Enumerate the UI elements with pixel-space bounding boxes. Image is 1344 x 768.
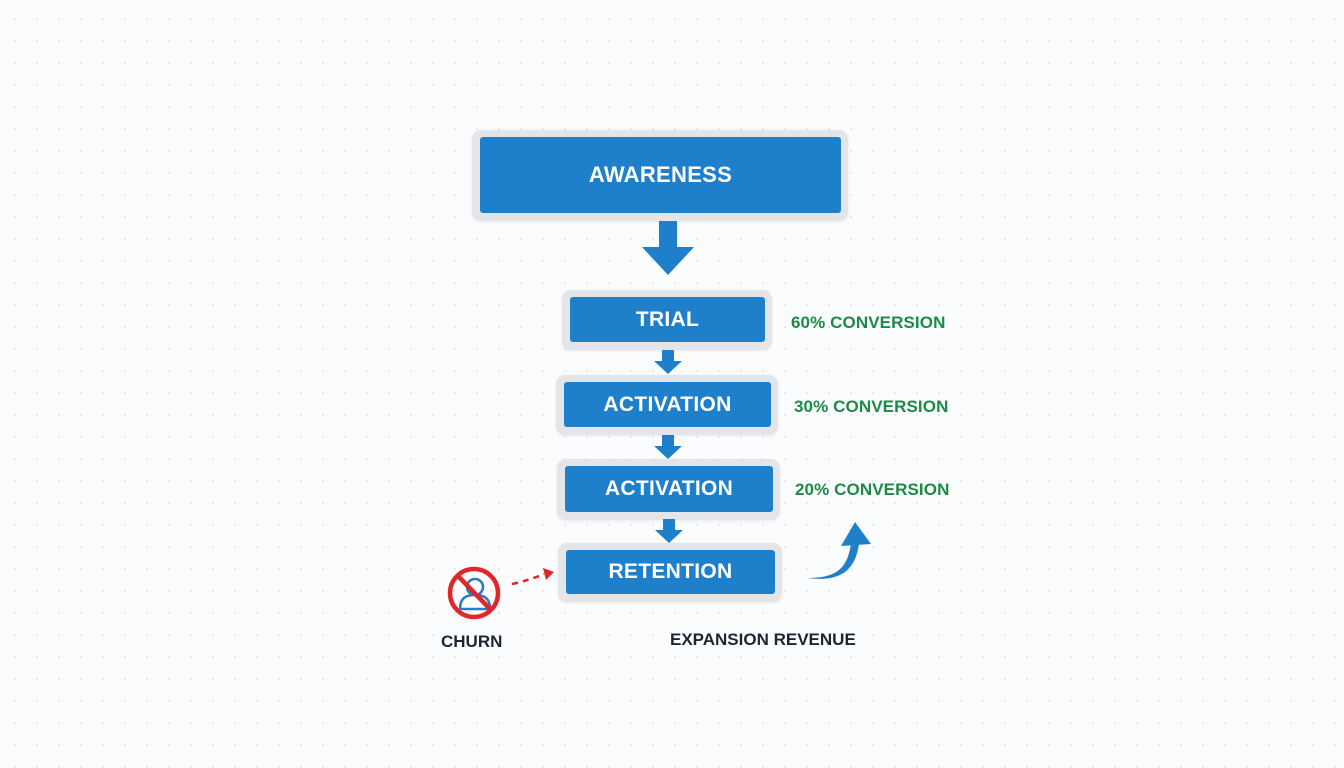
arrow-down-icon [654,435,682,459]
stage-awareness-label: AWARENESS [480,137,841,213]
arrow-down-icon [642,221,694,275]
stage-activation-2: ACTIVATION [557,459,780,520]
arrow-down-icon [655,519,683,543]
expansion-revenue-label: EXPANSION REVENUE [670,630,856,649]
stage-trial-label: TRIAL [570,297,765,342]
curved-arrow-up-icon [807,522,871,579]
conversion-rate-activation-1: 30% CONVERSION [794,397,949,416]
arrow-down-icon [654,350,682,374]
stage-activation-2-label: ACTIVATION [565,466,773,512]
no-user-icon [447,566,501,620]
conversion-rate-activation-2: 20% CONVERSION [795,480,950,499]
stage-awareness: AWARENESS [472,130,848,221]
stage-retention: RETENTION [558,543,782,602]
stage-retention-label: RETENTION [566,550,775,594]
stage-activation-1: ACTIVATION [556,375,778,435]
conversion-rate-trial: 60% CONVERSION [791,313,946,332]
dashed-arrow-icon [511,568,554,586]
stage-activation-1-label: ACTIVATION [564,382,771,427]
stage-trial: TRIAL [562,290,772,350]
churn-label: CHURN [441,632,503,651]
